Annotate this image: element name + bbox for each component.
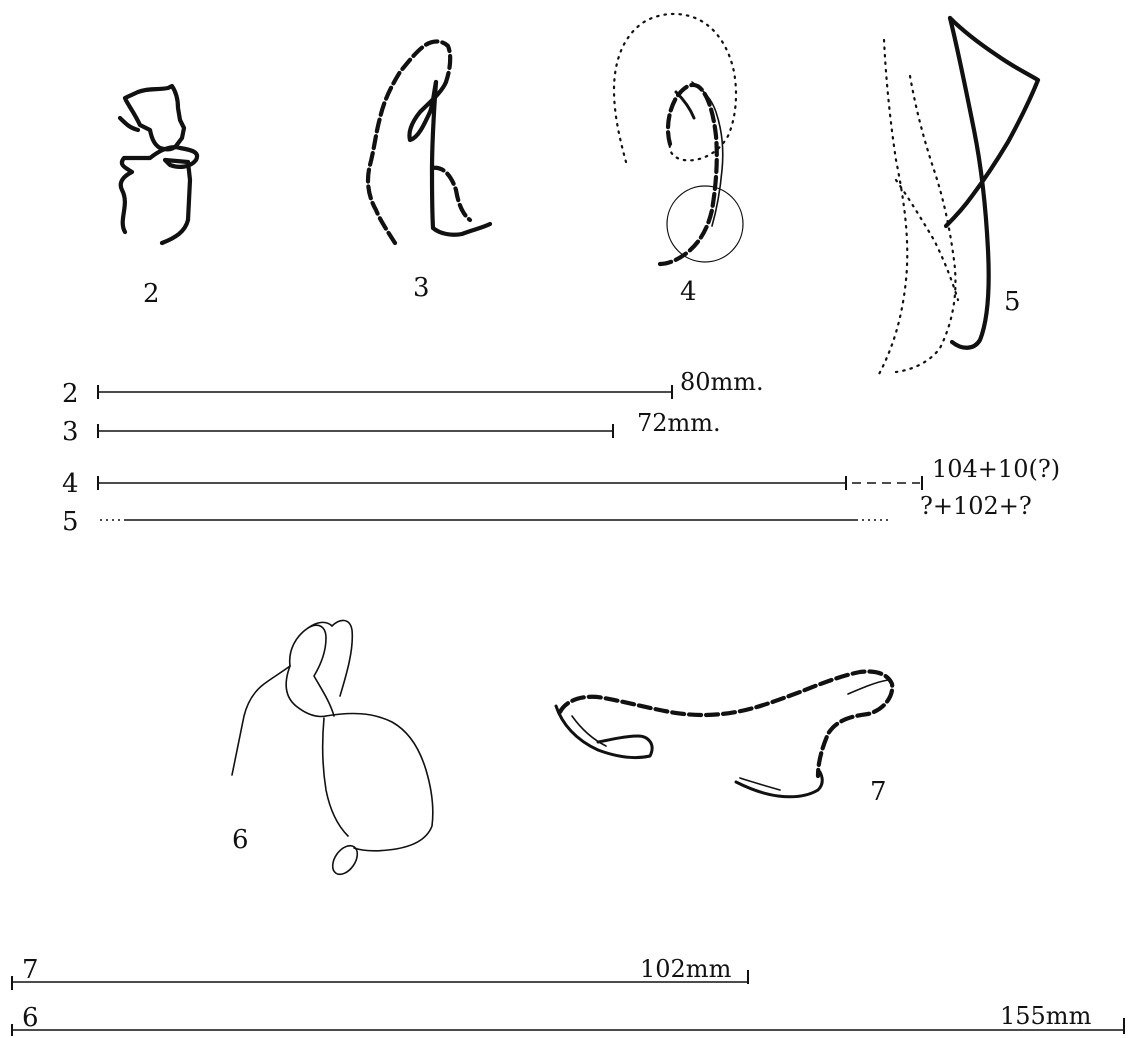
scale-bar-label-6: 6 <box>22 1003 39 1033</box>
specimen-7-drawing <box>556 672 892 797</box>
scale-bar-6: 6 155mm <box>12 1002 1124 1036</box>
scale-bar-3: 3 72mm. <box>62 409 721 447</box>
specimen-3-drawing <box>368 42 490 244</box>
scale-bar-2: 2 80mm. <box>62 368 764 409</box>
specimen-6-drawing <box>232 620 433 878</box>
scale-bar-label-3: 3 <box>62 417 79 447</box>
specimen-label-5: 5 <box>1004 287 1021 317</box>
specimen-label-7: 7 <box>870 777 887 807</box>
scale-bar-5: 5 ?+102+? <box>62 492 1032 537</box>
specimen-2-drawing <box>120 86 197 243</box>
scale-length-6: 155mm <box>1000 1002 1092 1030</box>
specimen-label-3: 3 <box>413 273 430 303</box>
specimen-label-6: 6 <box>232 825 249 855</box>
scale-length-3: 72mm. <box>637 409 721 437</box>
specimen-5-drawing <box>878 18 1038 376</box>
scale-length-5: ?+102+? <box>920 492 1032 520</box>
scale-bar-label-2: 2 <box>62 379 79 409</box>
scale-length-2: 80mm. <box>680 368 764 396</box>
scale-bar-label-7: 7 <box>22 955 39 985</box>
specimen-4-drawing <box>614 14 743 264</box>
specimen-label-2: 2 <box>143 279 160 309</box>
scale-bar-label-5: 5 <box>62 507 79 537</box>
scale-length-7: 102mm <box>640 955 732 983</box>
specimen-label-4: 4 <box>680 277 697 307</box>
scale-length-4: 104+10(?) <box>932 455 1060 483</box>
scale-bar-label-4: 4 <box>62 469 79 499</box>
scale-bar-4: 4 104+10(?) <box>62 455 1060 499</box>
scale-bar-7: 7 102mm <box>12 955 748 990</box>
